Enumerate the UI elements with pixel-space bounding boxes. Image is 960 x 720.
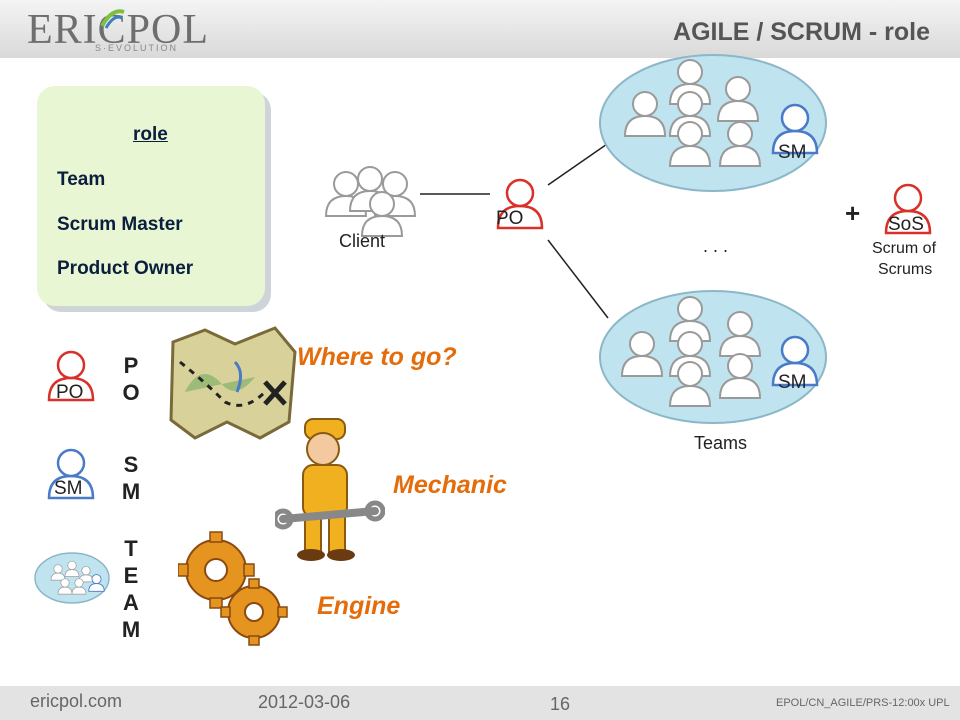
team-letter-2: E (123, 563, 139, 588)
team-ellipse-top (599, 54, 827, 192)
footer-page-number: 16 (550, 694, 571, 714)
bottom-team-people-icon (621, 296, 761, 407)
team-letter-1: T (124, 536, 138, 561)
logo-swoosh-icon (100, 9, 125, 29)
role-legend-box: role Team Scrum Master Product Owner (37, 86, 265, 306)
bottom-sm-label: SM (778, 372, 807, 393)
logo-tagline: S·EVOLUTION (95, 43, 179, 53)
role-item-team: Team (57, 169, 106, 190)
po-label: PO (496, 208, 524, 229)
footer-doc-code: EPOL/CN_AGILE/PRS-12:00x UPL (776, 697, 950, 709)
sm-letter-1: S (123, 452, 139, 477)
sos-label: SoS (888, 214, 924, 235)
team-letter-3: A (123, 590, 139, 615)
treasure-map-icon (169, 326, 297, 440)
left-po-label: PO (56, 382, 84, 403)
ellipsis-label: . . . (703, 236, 729, 256)
top-team-people-icon (624, 59, 761, 167)
sos-caption-line2: Scrums (878, 261, 933, 278)
role-item-product-owner: Product Owner (57, 258, 194, 279)
team-letter-4: M (121, 617, 141, 642)
footer-date: 2012-03-06 (258, 692, 351, 712)
role-item-scrum-master: Scrum Master (57, 214, 183, 235)
mechanic-icon (275, 418, 385, 561)
engine-gears-icon (178, 531, 288, 646)
sm-letters: S M (121, 451, 141, 505)
po-letters: P O (121, 352, 141, 406)
client-people-icon (325, 166, 416, 237)
footer-site: ericpol.com (30, 691, 123, 711)
left-sm-label: SM (54, 478, 83, 499)
header-bar: ERICPOL S·EVOLUTION AGILE / SCRUM - role (0, 0, 960, 58)
client-label: Client (339, 231, 386, 251)
top-sm-label: SM (778, 142, 807, 163)
plus-sign: + (845, 198, 861, 228)
team-ellipse-bottom (599, 290, 827, 424)
teams-label: Teams (694, 433, 748, 453)
team-letters: T E A M (121, 535, 141, 643)
footer-bar: ericpol.com 2012-03-06 16 EPOL/CN_AGILE/… (0, 686, 960, 720)
where-to-go-label: Where to go? (297, 343, 457, 371)
ericpol-logo: ERICPOL (27, 7, 210, 53)
role-heading: role (133, 124, 168, 145)
engine-label: Engine (317, 592, 401, 620)
mechanic-label: Mechanic (393, 471, 507, 499)
sos-caption-line1: Scrum of (872, 240, 937, 257)
po-letter-2: O (122, 380, 140, 405)
po-letter-1: P (123, 353, 139, 378)
slide-title: AGILE / SCRUM - role (673, 18, 930, 46)
sm-letter-2: M (121, 479, 141, 504)
